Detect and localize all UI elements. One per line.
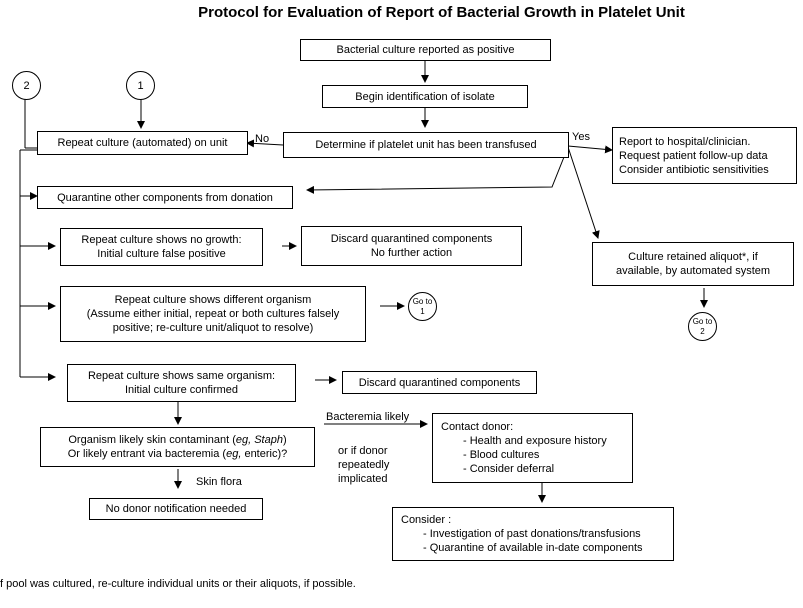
same-organism-box: Repeat culture shows same organism: Init… (67, 364, 296, 402)
no-growth-line-2: Initial culture false positive (97, 248, 226, 260)
connector-circle-2: 2 (12, 71, 41, 100)
skin-contaminant-line-1: Organism likely skin contaminant (eg, St… (68, 434, 287, 446)
no-growth-line-1: Repeat culture shows no growth: (81, 234, 242, 246)
same-organism-line-2: Initial culture confirmed (124, 384, 239, 396)
or-if-donor-line-1: or if donor (338, 445, 388, 457)
goto-1-label: Go to (412, 296, 433, 306)
no-label: No (255, 133, 270, 145)
report-hospital-line-1: Report to hospital/clinician. (619, 135, 751, 148)
yes-label: Yes (572, 131, 590, 143)
culture-positive-text: Bacterial culture reported as positive (336, 44, 515, 56)
different-organism-box: Repeat culture shows different organism … (60, 286, 366, 342)
retained-aliquot-line-1: Culture retained aliquot*, if (628, 251, 758, 263)
retained-aliquot-box: Culture retained aliquot*, if available,… (592, 242, 794, 286)
consider-item-2: - Quarantine of available in-date compon… (423, 542, 643, 554)
quarantine-box: Quarantine other components from donatio… (37, 186, 293, 209)
contact-donor-heading: Contact donor: (441, 421, 514, 433)
diagram-title: Protocol for Evaluation of Report of Bac… (198, 4, 685, 21)
consider-item-1: - Investigation of past donations/transf… (423, 528, 641, 540)
goto-2-circle: Go to 2 (688, 312, 717, 341)
discard-no-action-line-1: Discard quarantined components (330, 233, 493, 245)
goto-1-number: 1 (420, 306, 425, 316)
connector-circle-1: 1 (126, 71, 155, 100)
bacteremia-likely-label: Bacteremia likely (326, 411, 410, 423)
discard-quarantined-text: Discard quarantined components (358, 376, 521, 389)
consider-heading: Consider : (401, 514, 452, 526)
report-hospital-line-3: Consider antibiotic sensitivities (619, 163, 769, 176)
discard-quarantined-box: Discard quarantined components (342, 371, 537, 394)
report-hospital-box: Report to hospital/clinician. Request pa… (612, 127, 797, 184)
quarantine-text: Quarantine other components from donatio… (57, 191, 273, 204)
different-organism-line-1: Repeat culture shows different organism (114, 294, 312, 306)
determine-transfused-box: Determine if platelet unit has been tran… (283, 132, 569, 158)
determine-transfused-text: Determine if platelet unit has been tran… (315, 139, 537, 151)
report-hospital-line-2: Request patient follow-up data (619, 149, 768, 162)
discard-no-action-line-2: No further action (370, 247, 453, 259)
goto-2-number: 2 (700, 326, 705, 336)
goto-2-label: Go to (692, 316, 713, 326)
begin-identification-text: Begin identification of isolate (355, 90, 495, 103)
discard-no-action-box: Discard quarantined components No furthe… (301, 226, 522, 266)
footnote: f pool was cultured, re-culture individu… (0, 578, 356, 590)
culture-positive-box: Bacterial culture reported as positive (300, 39, 551, 61)
goto-1-circle: Go to 1 (408, 292, 437, 321)
repeat-culture-text: Repeat culture (automated) on unit (57, 137, 228, 149)
retained-aliquot-line-2: available, by automated system (615, 265, 771, 277)
or-if-donor-line-3: implicated (338, 473, 388, 485)
different-organism-line-2: (Assume either initial, repeat or both c… (86, 308, 340, 320)
or-if-donor-line-2: repeatedly (338, 459, 390, 471)
or-if-donor-label: or if donor repeatedly implicated (338, 444, 389, 486)
no-growth-box: Repeat culture shows no growth: Initial … (60, 228, 263, 266)
same-organism-line-1: Repeat culture shows same organism: (87, 370, 276, 382)
no-donor-notification-text: No donor notification needed (105, 503, 247, 515)
contact-donor-item-3: - Consider deferral (463, 463, 555, 475)
skin-contaminant-line-2: Or likely entrant via bacteremia (eg, en… (67, 448, 288, 460)
contact-donor-item-2: - Blood cultures (463, 449, 540, 461)
skin-contaminant-box: Organism likely skin contaminant (eg, St… (40, 427, 315, 467)
contact-donor-box: Contact donor: - Health and exposure his… (432, 413, 633, 483)
contact-donor-item-1: - Health and exposure history (463, 435, 607, 447)
different-organism-line-3: positive; re-culture unit/aliquot to res… (112, 322, 314, 334)
skin-flora-label: Skin flora (196, 476, 242, 488)
no-donor-notification-box: No donor notification needed (89, 498, 263, 520)
consider-box: Consider : - Investigation of past donat… (392, 507, 674, 561)
begin-identification-box: Begin identification of isolate (322, 85, 528, 108)
repeat-culture-box: Repeat culture (automated) on unit (37, 131, 248, 155)
